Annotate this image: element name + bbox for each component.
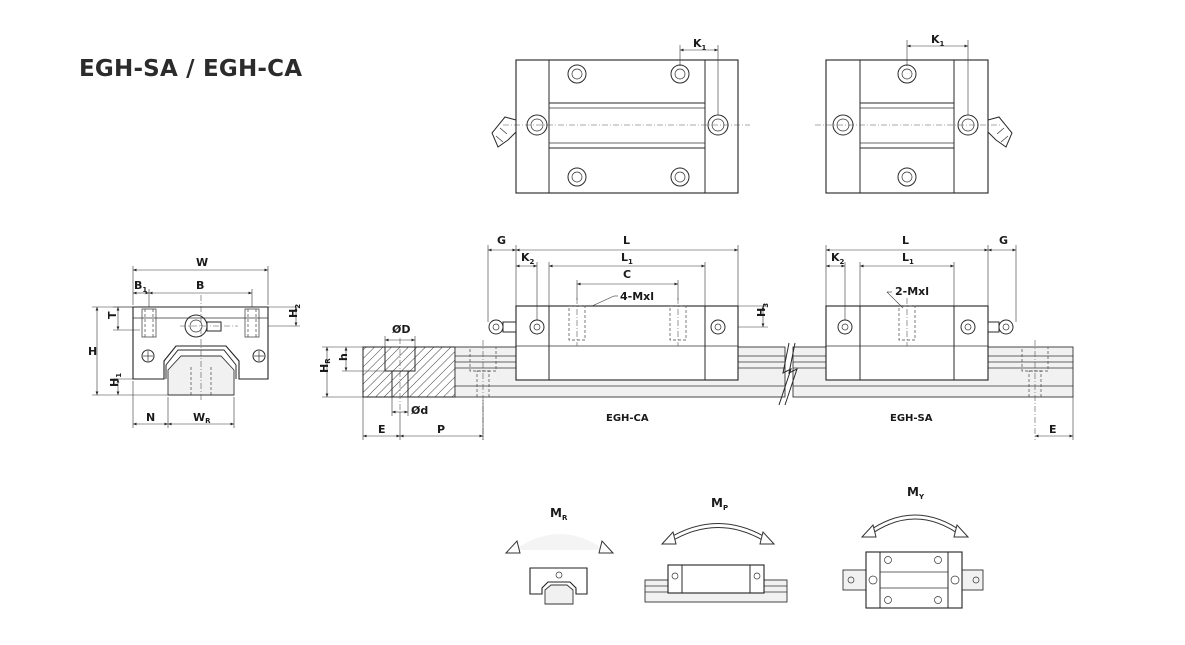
dim-k2-ca: K2 — [521, 251, 535, 266]
dim-hr: HR — [318, 358, 332, 373]
dim-b: B — [196, 279, 204, 292]
dim-b1: B1 — [134, 279, 147, 294]
dim-k1-sa: K1 — [931, 33, 945, 48]
dim-h2: H2 — [287, 304, 302, 318]
side-view — [322, 245, 1074, 440]
dim-g-ca: G — [497, 234, 506, 247]
moment-mp-label: MP — [711, 496, 728, 512]
moment-mr — [504, 531, 615, 605]
page-title: EGH-SA / EGH-CA — [79, 56, 303, 82]
dim-h-small: h — [337, 353, 350, 361]
dim-p: P — [437, 423, 445, 436]
dim-n: N — [146, 411, 155, 424]
moment-my-label: MY — [907, 485, 925, 501]
top-view-ca — [491, 45, 750, 194]
dim-e-left: E — [378, 423, 386, 436]
dim-od: ØD — [392, 323, 410, 336]
moment-mr-label: MR — [550, 506, 568, 522]
dim-l1-sa: L1 — [902, 251, 914, 266]
callout-sa-tap: 2-Mxl — [895, 285, 929, 298]
dim-wr: WR — [193, 411, 211, 425]
callout-ca-tap: 4-Mxl — [620, 290, 654, 303]
top-view-sa — [815, 40, 1013, 194]
dim-w: W — [196, 256, 208, 269]
dim-h3: H3 — [755, 303, 770, 317]
dim-l1-ca: L1 — [621, 251, 633, 266]
dim-h1: H1 — [108, 373, 123, 387]
dim-c: C — [623, 268, 631, 281]
dim-e-right: E — [1049, 423, 1057, 436]
dim-l-sa: L — [902, 234, 909, 247]
model-label-ca: EGH-CA — [606, 413, 649, 424]
dim-h: H — [88, 345, 97, 358]
dim-g-sa: G — [999, 234, 1008, 247]
dim-t: T — [106, 311, 119, 319]
moment-my — [842, 514, 984, 609]
end-view — [92, 266, 300, 428]
dim-k1-ca: K1 — [693, 37, 707, 52]
dim-od-small: Ød — [411, 404, 428, 417]
model-label-sa: EGH-SA — [890, 413, 933, 424]
moment-mp — [644, 523, 788, 603]
dim-k2-sa: K2 — [831, 251, 845, 266]
dim-l-ca: L — [623, 234, 630, 247]
